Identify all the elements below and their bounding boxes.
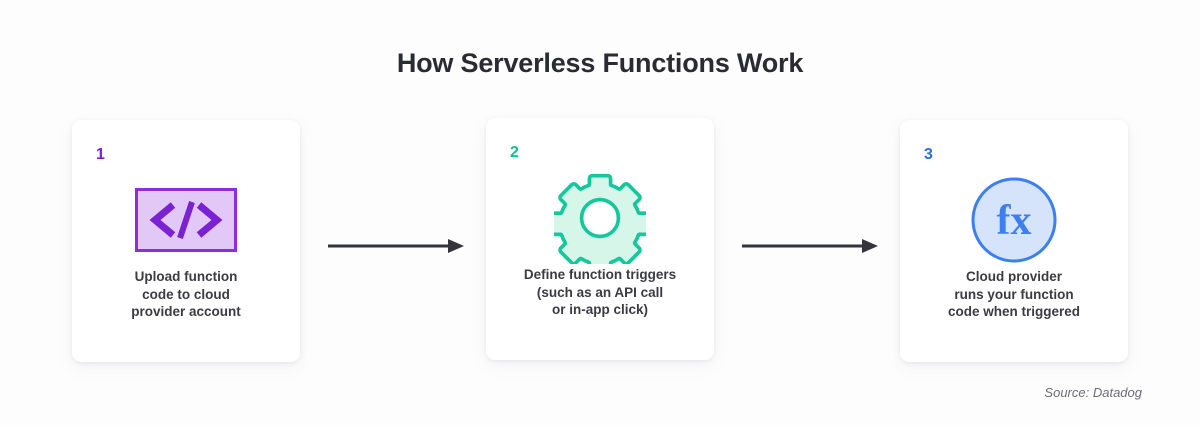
source-attribution: Source: Datadog — [1044, 385, 1142, 400]
svg-text:fx: fx — [997, 198, 1032, 244]
step-icon-1 — [72, 172, 300, 268]
step-icon-3: fx — [900, 172, 1128, 268]
function-fx-icon: fx — [971, 177, 1057, 263]
page-title: How Serverless Functions Work — [396, 48, 804, 78]
step-card-2: 2 Define function triggers (such as an A… — [486, 118, 714, 360]
step-icon-2 — [486, 170, 714, 266]
step-caption-3: Cloud provider runs your function code w… — [947, 269, 1081, 319]
step-card-1: 1 Upload function code to cloud provider… — [72, 120, 300, 362]
step-caption-2: Define function triggers (such as an API… — [523, 267, 677, 317]
arrow-step1-to-step2 — [328, 236, 464, 256]
step-number-2: 2 — [510, 144, 519, 161]
step-caption-1: Upload function code to cloud provider a… — [131, 269, 241, 319]
step-number-1: 1 — [96, 146, 105, 163]
step-card-3: 3 fx Cloud provider runs your function c… — [900, 120, 1128, 362]
arrow-step2-to-step3 — [742, 236, 878, 256]
gear-icon — [554, 173, 646, 264]
process-flow: 1 Upload function code to cloud provider… — [0, 118, 1200, 368]
step-number-3: 3 — [924, 146, 933, 163]
code-brackets-icon — [135, 188, 237, 252]
